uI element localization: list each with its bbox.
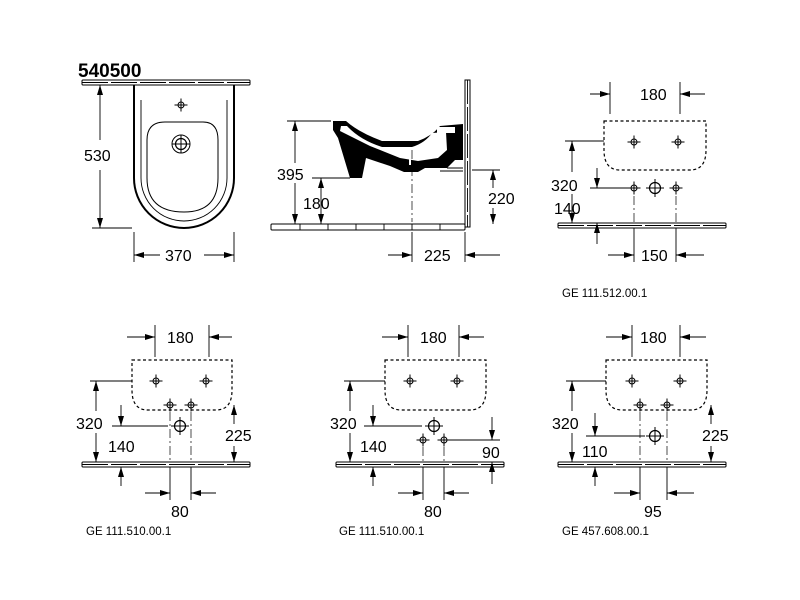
- dim-top-width-180: 180: [640, 87, 667, 104]
- product-code: GE 111.510.00.1: [86, 526, 171, 538]
- bidet-outline-dashed: [131, 359, 233, 411]
- dim-spacing-150: 150: [641, 248, 668, 265]
- dim-height-320: 320: [76, 416, 103, 433]
- dim-spacing-80: 80: [171, 504, 189, 521]
- drain-mark: [645, 178, 665, 198]
- panel-ge111510-b: 180 320 140 90: [330, 325, 505, 538]
- dim-supply-140: 140: [108, 439, 135, 456]
- panel-ge111510-a: 180 320 140 225: [76, 325, 252, 538]
- dim-outlet-height-180: 180: [303, 196, 330, 213]
- bidet-outline-dashed: [605, 359, 708, 411]
- dim-rim-height-395: 395: [277, 167, 304, 184]
- dim-top-width-180: 180: [640, 330, 667, 347]
- drain-mark: [424, 416, 444, 436]
- product-code: GE 111.510.00.1: [339, 526, 424, 538]
- side-view: 395 180 220 225: [270, 79, 515, 265]
- dim-drain-225: 225: [225, 428, 252, 445]
- dim-supply-110: 110: [582, 444, 608, 461]
- dim-height-530: 530: [84, 148, 111, 165]
- dim-drain-225: 225: [702, 428, 729, 445]
- bowl-outline: [146, 121, 219, 213]
- product-code: GE 457.608.00.1: [562, 526, 649, 538]
- bidet-outline-dashed: [384, 359, 487, 411]
- dim-supply-140: 140: [360, 439, 387, 456]
- drain-mark: [645, 426, 665, 446]
- dim-supply-height-220: 220: [488, 191, 515, 208]
- drawing-title: 540500: [78, 61, 141, 82]
- dim-top-width-180: 180: [420, 330, 447, 347]
- bidet-outline-dashed: [603, 120, 707, 171]
- dim-spacing-95: 95: [644, 504, 662, 521]
- dim-height-320: 320: [551, 178, 578, 195]
- tap-hole-mark: [174, 98, 188, 112]
- dim-height-320: 320: [330, 416, 357, 433]
- dim-width-370: 370: [165, 248, 192, 265]
- floor-strip: [270, 223, 466, 231]
- bidet-outline-front: [133, 85, 235, 229]
- dim-offset-90: 90: [482, 445, 500, 462]
- dim-depth-225: 225: [424, 248, 451, 265]
- dim-spacing-80: 80: [424, 504, 442, 521]
- dim-supply-140: 140: [554, 201, 581, 218]
- dim-top-width-180: 180: [167, 330, 194, 347]
- front-view: 530 370: [81, 79, 251, 265]
- panel-ge457608: 180 320 110 225: [552, 325, 729, 538]
- panel-ge111512: 180 320 140 150 GE 111.512.00.1: [551, 82, 727, 300]
- product-code: GE 111.512.00.1: [562, 288, 647, 300]
- drain-mark: [170, 416, 190, 436]
- dim-height-320: 320: [552, 416, 579, 433]
